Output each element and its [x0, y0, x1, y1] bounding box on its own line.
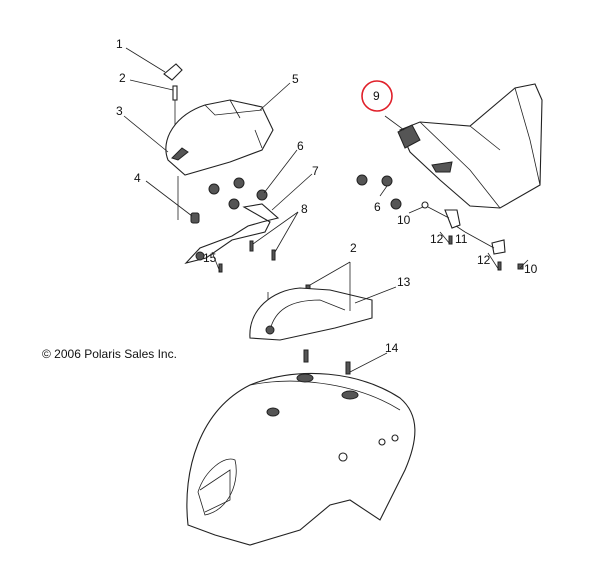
- callout-12[interactable]: 12: [477, 253, 491, 267]
- callout-2[interactable]: 2: [350, 241, 357, 255]
- callout-2[interactable]: 2: [119, 71, 126, 85]
- copyright-text: © 2006 Polaris Sales Inc.: [42, 347, 177, 361]
- callout-12[interactable]: 12: [430, 232, 444, 246]
- part-10-screw[interactable]: [517, 263, 524, 270]
- callout-7[interactable]: 7: [312, 164, 319, 178]
- part-12-bolt[interactable]: [448, 235, 453, 245]
- part-14-bolt[interactable]: [345, 361, 351, 375]
- part-2-bolt[interactable]: [172, 85, 178, 101]
- callout-8[interactable]: 8: [301, 202, 308, 216]
- callout-14[interactable]: 14: [385, 341, 399, 355]
- part-13-cover[interactable]: [249, 287, 373, 341]
- callout-10[interactable]: 10: [524, 262, 538, 276]
- part-5-rear-seat[interactable]: [165, 99, 274, 176]
- callout-11[interactable]: 11: [455, 232, 468, 246]
- callout-5[interactable]: 5: [292, 72, 299, 86]
- part-9-front-seat[interactable]: [399, 83, 543, 209]
- part-14-bolt[interactable]: [303, 349, 309, 363]
- part-12-bolt[interactable]: [497, 261, 502, 271]
- part-10-screw[interactable]: [421, 201, 429, 209]
- part-15-bolt[interactable]: [218, 263, 223, 273]
- callout-10[interactable]: 10: [397, 213, 411, 227]
- part-7-bracket[interactable]: [184, 203, 280, 264]
- callout-15[interactable]: 15: [203, 251, 217, 265]
- leader-lines: [123, 47, 529, 373]
- callout-1[interactable]: 1: [116, 37, 123, 51]
- callout-3[interactable]: 3: [116, 104, 123, 118]
- part-1-cap[interactable]: [163, 63, 183, 81]
- part-8-bolt[interactable]: [249, 240, 254, 252]
- fender[interactable]: [186, 372, 416, 546]
- part-11-bracket[interactable]: [491, 239, 506, 255]
- part-11-bracket[interactable]: [444, 209, 461, 229]
- callout-4[interactable]: 4: [134, 171, 141, 185]
- part-4-grommet[interactable]: [190, 212, 200, 224]
- callout-6[interactable]: 6: [374, 200, 381, 214]
- callout-9[interactable]: 9: [373, 89, 380, 103]
- highlight-circle: [361, 80, 393, 112]
- callout-13[interactable]: 13: [397, 275, 411, 289]
- part-6-nuts-right[interactable]: [356, 174, 402, 210]
- part-8-bolt[interactable]: [271, 249, 276, 261]
- part-6-nuts-left[interactable]: [208, 177, 268, 210]
- callout-6[interactable]: 6: [297, 139, 304, 153]
